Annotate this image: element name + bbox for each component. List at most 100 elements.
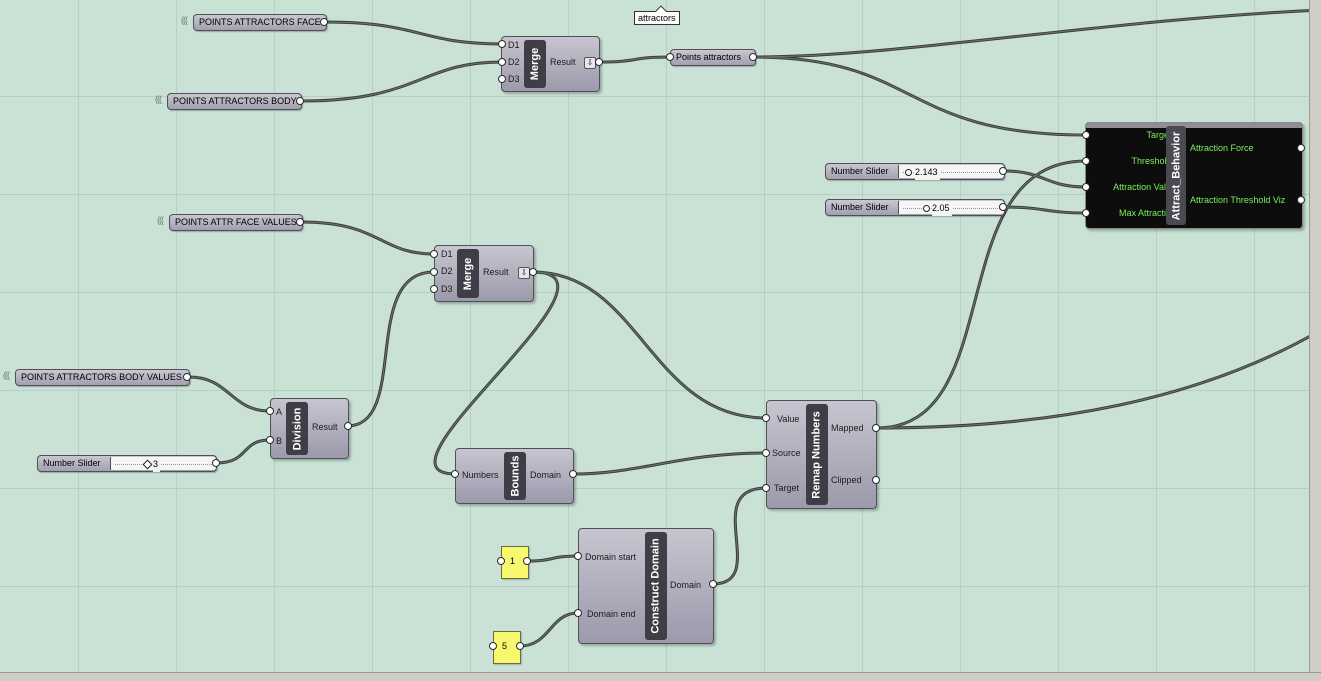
input-grip[interactable] [1082,157,1090,165]
attract-behavior-component[interactable]: Targets Thresholds Attraction Value Max … [1085,122,1303,229]
input-grip[interactable] [497,557,505,565]
slider-name: Number Slider [43,458,101,468]
input-grip[interactable] [451,470,459,478]
wire [518,611,580,648]
merge-component-mid[interactable]: D1 D2 D3 Merge Result ⇩ [434,245,534,302]
input-grip[interactable] [489,642,497,650]
input-source: Source [772,448,801,458]
slider-ticks [903,172,1000,173]
number-slider-division-b[interactable]: Number Slider 3 [37,455,217,472]
slider-knob[interactable] [923,205,930,212]
input-grip[interactable] [266,436,274,444]
number-slider-threshold[interactable]: Number Slider 2.143 [825,163,1005,180]
wireless-icon: ((( [157,215,164,225]
output-grip[interactable] [344,422,352,430]
component-header-bar [1086,123,1302,128]
output-grip[interactable] [709,580,717,588]
input-grip[interactable] [430,285,438,293]
wire [300,220,436,256]
slider-value: 2.143 [915,165,940,180]
output-grip[interactable] [516,642,524,650]
input-d2: D2 [508,57,520,67]
canvas-bottom-border [0,672,1321,681]
slider-track[interactable]: 2.143 [898,165,1004,180]
output-grip[interactable] [296,218,304,226]
slider-track[interactable]: 3 [110,457,216,472]
param-points-attractors-body[interactable]: POINTS ATTRACTORS BODY [167,93,302,110]
construct-domain-component[interactable]: Domain start Domain end Construct Domain… [578,528,714,644]
input-target: Target [774,483,800,493]
division-component[interactable]: A B Division Result [270,398,349,459]
merge-component-top[interactable]: D1 D2 D3 Merge Result ⇩ [501,36,600,92]
output-grip[interactable] [872,424,880,432]
component-title: Remap Numbers [806,404,828,505]
slider-ticks [115,464,212,465]
input-d1: D1 [508,40,520,50]
wire [875,328,1321,430]
input-grip[interactable] [762,414,770,422]
wireless-icon: ((( [181,15,188,25]
input-grip[interactable] [574,552,582,560]
output-result: Result [483,267,509,277]
input-d2: D2 [441,266,453,276]
input-grip[interactable] [430,250,438,258]
input-grip[interactable] [266,407,274,415]
param-points-attractors[interactable]: Points attractors [670,49,756,66]
output-grip[interactable] [320,18,328,26]
output-grip[interactable] [1297,144,1305,152]
slider-knob[interactable] [905,169,912,176]
input-grip[interactable] [498,75,506,83]
slider-track[interactable]: 2.05 [898,201,1004,216]
slider-knob[interactable] [142,459,153,470]
param-points-attractors-body-values[interactable]: POINTS ATTRACTORS BODY VALUES [15,369,190,386]
slider-name: Number Slider [831,202,889,212]
output-grip[interactable] [595,58,603,66]
input-d3: D3 [508,74,520,84]
output-grip[interactable] [749,53,757,61]
output-grip[interactable] [999,167,1007,175]
input-grip[interactable] [430,268,438,276]
remap-numbers-component[interactable]: Value Source Target Remap Numbers Mapped… [766,400,877,509]
slider-value: 2.05 [932,201,952,216]
input-a: A [276,407,283,417]
output-grip[interactable] [872,476,880,484]
param-points-attr-face-values[interactable]: POINTS ATTR FACE VALUES [169,214,303,231]
output-result: Result [312,422,338,432]
component-title: Division [286,402,308,455]
input-value: Value [777,414,800,424]
output-grip[interactable] [569,470,577,478]
wire [531,270,768,420]
wire [711,486,768,586]
input-grip[interactable] [1082,131,1090,139]
wire [571,451,768,476]
bounds-component[interactable]: Numbers Bounds Domain [455,448,574,504]
input-grip[interactable] [1082,209,1090,217]
output-grip[interactable] [529,268,537,276]
output-grip[interactable] [183,373,191,381]
input-d1: D1 [441,249,453,259]
input-grip[interactable] [666,53,674,61]
input-grip[interactable] [762,449,770,457]
component-title: Merge [457,249,479,298]
output-grip[interactable] [1297,196,1305,204]
input-grip[interactable] [1082,183,1090,191]
input-targets: Targets [1146,130,1176,140]
slider-value: 3 [153,457,161,472]
panel-text: 1 [510,556,516,566]
output-grip[interactable] [999,203,1007,211]
component-title: Merge [524,40,546,88]
number-slider-max-attraction[interactable]: Number Slider 2.05 [825,199,1005,216]
output-grip[interactable] [296,97,304,105]
input-grip[interactable] [498,40,506,48]
input-thresholds: Thresholds [1131,156,1176,166]
param-points-attractors-face[interactable]: POINTS ATTRACTORS FACE [193,14,327,31]
output-attraction-threshold-viz: Attraction Threshold Viz [1190,195,1286,205]
wireless-icon: ((( [155,94,162,104]
input-grip[interactable] [498,58,506,66]
input-grip[interactable] [574,609,582,617]
input-grip[interactable] [762,484,770,492]
output-grip[interactable] [212,459,220,467]
output-grip[interactable] [523,557,531,565]
